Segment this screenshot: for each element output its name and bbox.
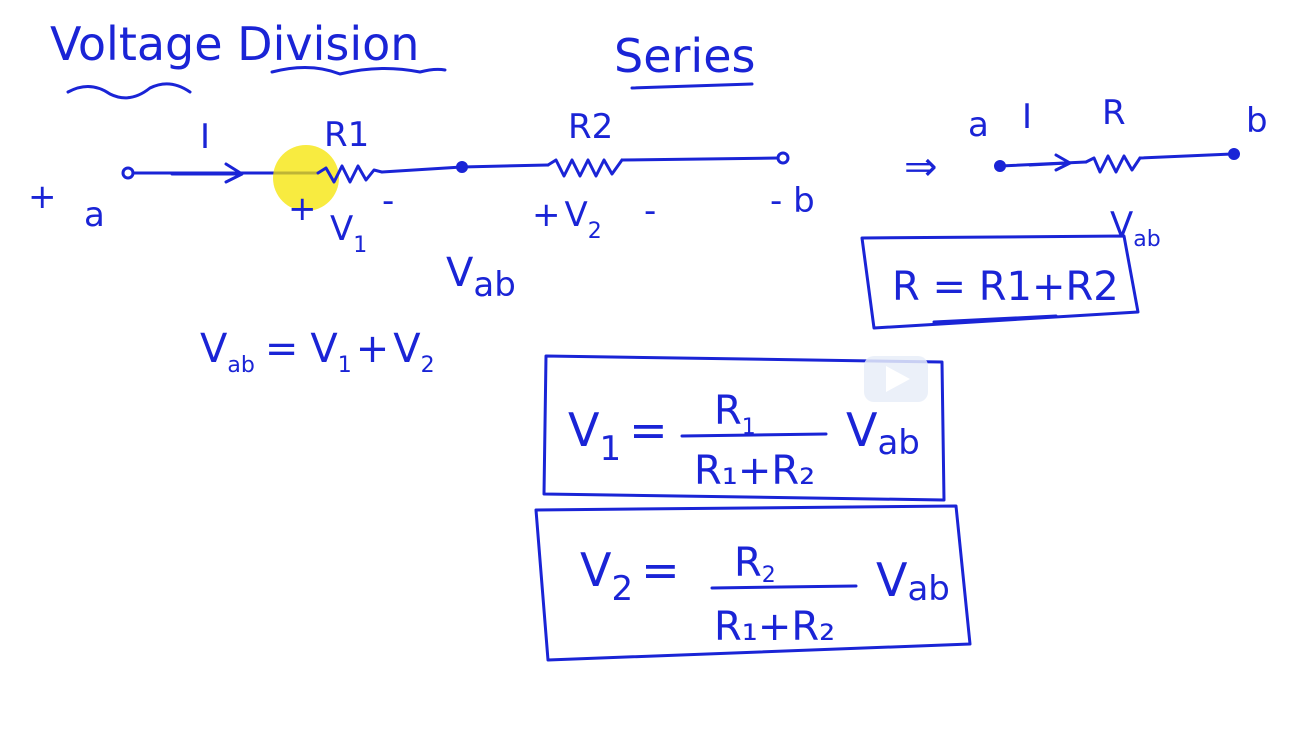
equiv-current-label: I — [1022, 97, 1032, 137]
title-underline-series — [630, 82, 754, 90]
pointer-highlight — [273, 145, 339, 211]
formula2-vab: Vab — [876, 553, 950, 609]
equivalence-arrow: ⇒ — [904, 144, 938, 190]
node-a-label: a — [84, 195, 105, 235]
formula1-box — [542, 354, 946, 502]
formula2-box — [534, 504, 972, 662]
wire-r1-to-node — [380, 165, 464, 174]
v1-label: V1 — [330, 209, 367, 258]
equiv-vab-label: Vab — [1110, 205, 1161, 252]
current-arrow — [170, 162, 244, 184]
current-label-I: I — [200, 117, 210, 157]
v2-minus-sign: - — [644, 191, 656, 231]
title-underline-division — [270, 65, 447, 76]
terminal-b-minus: - b — [770, 181, 815, 221]
formula1-numerator: R1 — [714, 388, 756, 440]
title-voltage-division: Voltage Division — [50, 17, 419, 71]
v1-minus-sign: - — [382, 181, 394, 221]
equiv-node-a-label: a — [968, 105, 989, 145]
formula2-numerator: R2 — [734, 540, 776, 588]
resistor-r2-label: R2 — [568, 107, 613, 147]
terminal-a-plus: + — [28, 177, 57, 217]
play-button[interactable] — [864, 356, 928, 402]
equiv-current-arrow — [1028, 153, 1072, 172]
vab-sum-equation: Vab=V1+V2 — [200, 326, 435, 378]
equiv-formula-box — [860, 234, 1140, 330]
equiv-resistor-label: R — [1102, 93, 1126, 133]
vab-label-circuit: Vab — [446, 250, 516, 305]
formula2-fraction-bar — [710, 584, 858, 590]
equiv-formula-underline — [932, 314, 1058, 324]
formula1-denominator: R₁+R₂ — [694, 448, 815, 494]
formula1-vab: Vab — [846, 403, 920, 463]
node-b-terminal — [776, 151, 790, 165]
formula1-fraction-bar — [680, 432, 828, 438]
resistor-r1 — [316, 164, 384, 184]
wire-r2-to-b — [620, 156, 780, 162]
v2-label: +V2 — [532, 195, 602, 244]
wire-node-to-r2 — [460, 163, 550, 169]
equiv-wire-right — [1138, 152, 1234, 160]
formula1-lhs: V1= — [568, 403, 668, 469]
title-series: Series — [614, 29, 755, 83]
resistor-r2 — [546, 158, 624, 178]
formula2-denominator: R₁+R₂ — [714, 604, 835, 650]
equiv-resistance-formula: R = R1+R2 — [892, 264, 1119, 310]
formula2-lhs: V2= — [580, 543, 680, 609]
equiv-node-b-label: b — [1246, 101, 1268, 141]
v1-plus-sign: + — [288, 189, 317, 229]
play-icon — [886, 366, 910, 392]
equiv-resistor — [1084, 154, 1142, 174]
equiv-node-b — [1228, 148, 1240, 160]
title-underline-voltage — [66, 82, 192, 100]
resistor-r1-label: R1 — [324, 115, 369, 155]
